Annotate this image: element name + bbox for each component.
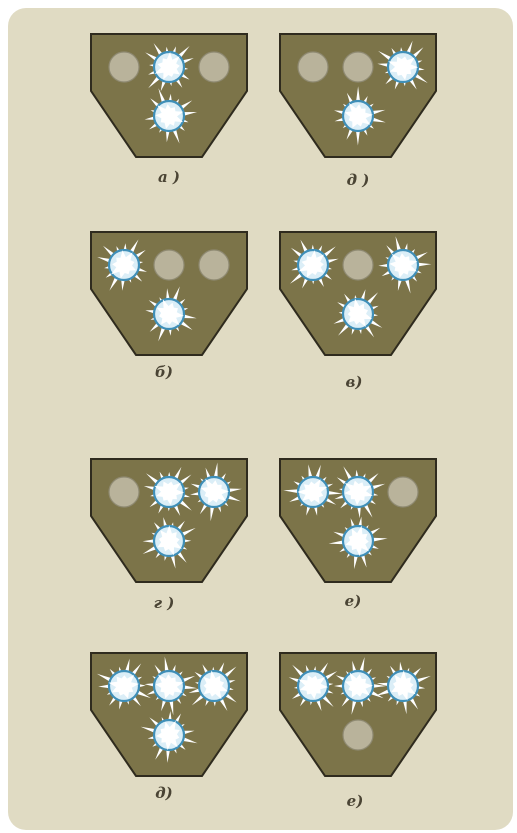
lamp-plate-1 (90, 33, 248, 159)
lamp-plate-8 (279, 652, 437, 778)
unlit-lamp-icon (343, 250, 373, 280)
caption-4: в) (324, 373, 384, 391)
lamp-panel-6 (279, 458, 437, 584)
unlit-lamp-icon (199, 250, 229, 280)
unlit-lamp-icon (388, 477, 418, 507)
lamp-plate-5 (90, 458, 248, 584)
caption-1: а ) (139, 168, 199, 186)
lamp-plate-6 (279, 458, 437, 584)
lamp-panel-2 (279, 33, 437, 159)
unlit-lamp-icon (109, 477, 139, 507)
lamp-panel-3 (90, 231, 248, 357)
unlit-lamp-icon (154, 250, 184, 280)
lamp-plate-2 (279, 33, 437, 159)
lamp-plate-3 (90, 231, 248, 357)
unlit-lamp-icon (343, 720, 373, 750)
lamp-panel-7 (90, 652, 248, 778)
caption-2: д ) (328, 171, 388, 189)
caption-7: д) (134, 784, 194, 802)
lamp-plate-4 (279, 231, 437, 357)
unlit-lamp-icon (109, 52, 139, 82)
caption-6: е) (323, 592, 383, 610)
lamp-panel-5 (90, 458, 248, 584)
lamp-plate-7 (90, 652, 248, 778)
caption-8: е) (325, 792, 385, 810)
lamp-panel-1 (90, 33, 248, 159)
unlit-lamp-icon (199, 52, 229, 82)
diagram-card: а ) д ) б) в) г ) е) д) е) (8, 8, 513, 830)
unlit-lamp-icon (343, 52, 373, 82)
caption-5: г ) (134, 594, 194, 612)
caption-3: б) (134, 363, 194, 381)
unlit-lamp-icon (298, 52, 328, 82)
lamp-panel-8 (279, 652, 437, 778)
lamp-panel-4 (279, 231, 437, 357)
